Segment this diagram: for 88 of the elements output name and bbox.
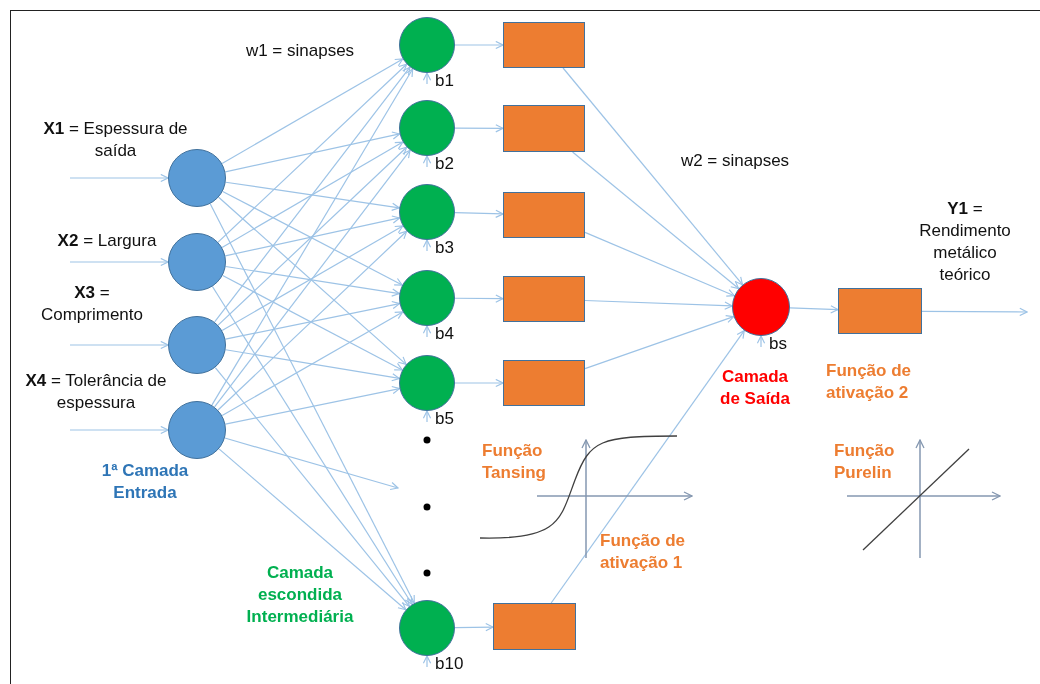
layer-label: Camada escondida Intermediária: [245, 562, 355, 629]
connector-arrow: [69, 425, 169, 435]
neuron-circle: [732, 278, 790, 336]
connector-arrow: [422, 325, 432, 338]
connector-arrow: [921, 307, 1028, 317]
layer-label: Função de ativação 2: [826, 360, 912, 405]
input-label: X4 = Tolerância de espessura: [24, 370, 168, 415]
connector-arrow: [69, 340, 169, 350]
connector-arrow: [69, 173, 169, 183]
layer-label: Função Purelin: [834, 440, 896, 485]
input-label: X1 = Espessura de saída: [42, 118, 189, 163]
connector-arrow: [214, 66, 411, 323]
connector-arrow: [217, 63, 408, 243]
neuron-circle: [168, 316, 226, 374]
layer-label: Função de ativação 1: [600, 530, 686, 575]
connector-arrow: [454, 378, 504, 388]
connector-arrow: [221, 58, 404, 165]
connector-arrow: [789, 305, 839, 314]
neuron-circle: [399, 184, 455, 240]
connector-arrow: [221, 311, 404, 417]
input-label: X2 = Largura: [56, 230, 158, 252]
connector-arrow: [218, 448, 407, 611]
connector-arrow: [224, 385, 401, 425]
activation-box: [503, 105, 585, 152]
connector-arrow: [224, 437, 399, 491]
edge-label: b3: [435, 237, 455, 259]
connector-arrow: [213, 149, 411, 408]
edge-label: Y1 = Rendimento metálico teórico: [918, 198, 1012, 287]
activation-box: [503, 276, 585, 322]
connector-arrow: [422, 655, 432, 668]
edge-label: b4: [435, 323, 455, 345]
connector-arrow: [214, 366, 410, 607]
connector-arrow: [209, 203, 415, 604]
input-label: X3 = Comprimento: [39, 282, 144, 327]
neuron-circle: [168, 401, 226, 459]
activation-box: [503, 360, 585, 406]
connector-arrow: [217, 146, 408, 326]
connector-arrow: [225, 265, 400, 297]
connector-arrow: [756, 335, 766, 348]
weights-label: w1 = sinapses: [244, 40, 356, 62]
connector-arrow: [224, 300, 401, 340]
connector-arrow: [422, 72, 432, 85]
connector-arrow: [584, 299, 733, 310]
activation-box: [503, 22, 585, 68]
connector-arrow: [224, 131, 401, 173]
neuron-circle: [399, 600, 455, 656]
connector-arrow: [211, 68, 414, 406]
layer-label: Função Tansing: [482, 440, 547, 485]
activation-box: [493, 603, 576, 650]
edge-label: b10: [435, 653, 465, 675]
connector-arrow: [225, 349, 400, 382]
connector-arrow: [422, 155, 432, 168]
connector-arrow: [225, 181, 400, 211]
connector-arrow: [454, 124, 504, 133]
connector-arrow: [224, 215, 401, 257]
connector-arrow: [454, 623, 494, 632]
neuron-circle: [399, 100, 455, 156]
edge-label: b1: [435, 70, 455, 92]
connector-arrow: [222, 190, 403, 286]
connector-arrow: [211, 285, 413, 605]
connector-arrow: [454, 294, 504, 303]
edge-label: b5: [435, 408, 455, 430]
connector-arrow: [454, 40, 504, 50]
weights-label: w2 = sinapses: [679, 150, 791, 172]
connector-arrow: [584, 315, 735, 370]
activation-box: [503, 192, 585, 238]
connector-arrow: [69, 257, 169, 267]
connector-arrow: [221, 225, 404, 332]
connector-arrow: [422, 239, 432, 252]
connector-arrow: [584, 231, 735, 297]
connector-arrow: [218, 196, 407, 365]
neuron-circle: [399, 17, 455, 73]
edge-label: bs: [769, 333, 788, 355]
connector-arrow: [571, 151, 740, 290]
connector-arrow: [454, 209, 504, 218]
connector-arrow: [550, 330, 745, 604]
neuron-circle: [399, 270, 455, 326]
connector-arrow: [222, 274, 403, 371]
layer-label: 1ª Camada Entrada: [100, 460, 190, 505]
neuron-circle: [399, 355, 455, 411]
connector-arrow: [221, 141, 404, 248]
connector-arrow: [422, 410, 432, 423]
edge-label: b2: [435, 153, 455, 175]
layer-label: Camada de Saída: [719, 366, 791, 411]
activation-box: [838, 288, 922, 334]
connector-arrow: [562, 67, 744, 286]
connector-arrow: [217, 230, 408, 411]
neuron-circle: [168, 233, 226, 291]
